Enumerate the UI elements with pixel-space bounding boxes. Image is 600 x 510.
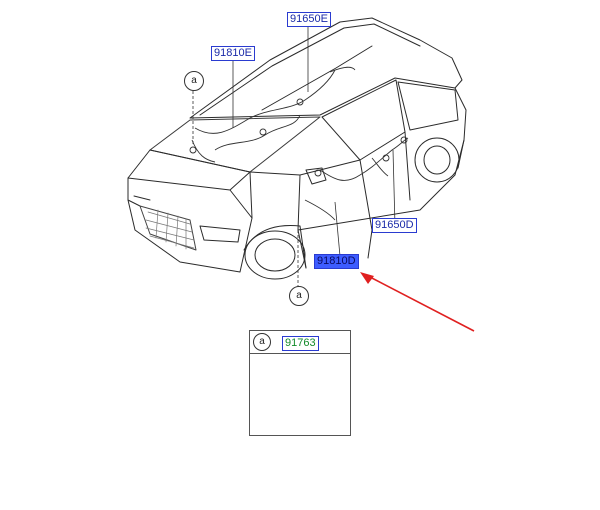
callout-arrow <box>360 272 475 332</box>
leader-lines <box>192 26 396 288</box>
callout-a-lower: a <box>289 286 309 306</box>
part-label-91763: 91763 <box>282 336 319 351</box>
part-label-91810e: 91810E <box>211 46 255 61</box>
part-label-91650e: 91650E <box>287 12 331 27</box>
part-label-91810d: 91810D <box>314 254 359 269</box>
detail-inset: a 91763 <box>249 330 351 436</box>
callout-a-upper: a <box>184 71 204 91</box>
callout-a-detail: a <box>253 333 271 351</box>
detail-header <box>250 331 350 354</box>
wiring-harness <box>189 66 409 221</box>
car-body <box>127 17 467 280</box>
part-label-91650d: 91650D <box>372 218 417 233</box>
